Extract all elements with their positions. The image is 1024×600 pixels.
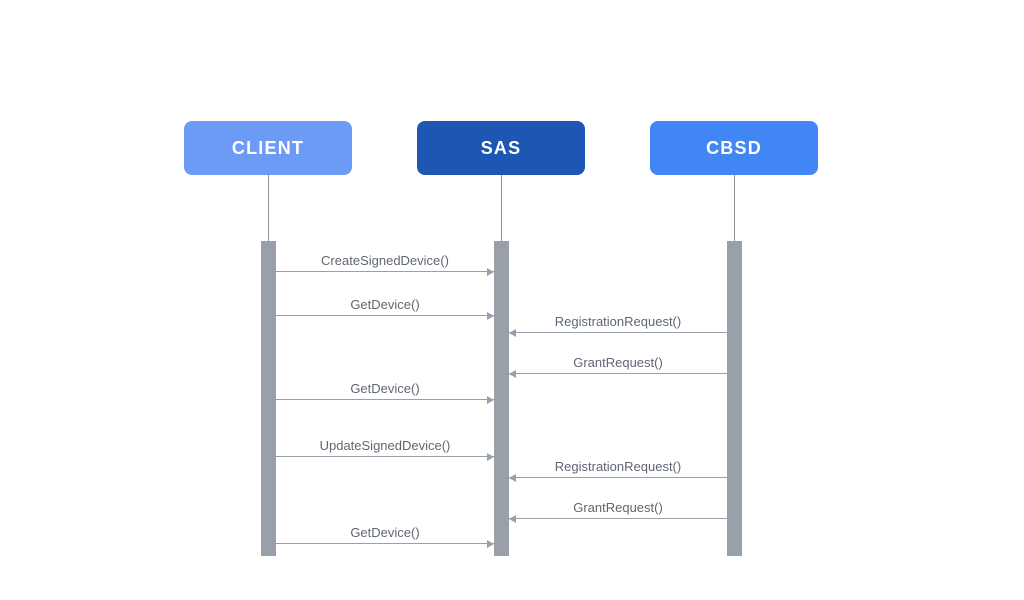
arrowhead-left-icon [509,514,516,523]
message-label: GetDevice() [350,297,420,312]
message-line [276,315,494,316]
message-label: GrantRequest() [573,500,663,515]
message-get-device-3[interactable]: GetDevice() [276,518,494,548]
participant-label-cbsd: CBSD [706,138,762,158]
activation-bar-client [261,241,276,556]
diagram-title-banner: Device management [184,24,818,80]
activation-bar-cbsd [727,241,742,556]
message-grant-request-1[interactable]: GrantRequest() [509,348,727,378]
message-get-device-2[interactable]: GetDevice() [276,374,494,404]
arrowhead-left-icon [509,473,516,482]
message-grant-request-2[interactable]: GrantRequest() [509,493,727,523]
message-label: CreateSignedDevice() [321,253,449,268]
message-line [509,373,727,374]
activation-bar-sas [494,241,509,556]
message-line [509,518,727,519]
arrowhead-left-icon [509,328,516,337]
message-get-device-1[interactable]: GetDevice() [276,290,494,320]
arrowhead-right-icon [487,311,494,320]
message-update-signed-device[interactable]: UpdateSignedDevice() [276,431,494,461]
message-label: GrantRequest() [573,355,663,370]
message-line [276,399,494,400]
participant-header-cbsd[interactable]: CBSD [650,121,818,175]
participant-label-client: CLIENT [231,138,305,158]
arrowhead-left-icon [509,369,516,378]
participant-label-sas: SAS [480,138,522,158]
message-line [509,477,727,478]
arrowhead-right-icon [487,267,494,276]
arrowhead-right-icon [487,395,494,404]
arrowhead-right-icon [487,452,494,461]
message-registration-request-1[interactable]: RegistrationRequest() [509,307,727,337]
page-title: Device management [384,37,618,66]
message-label: GetDevice() [350,381,420,396]
message-label: RegistrationRequest() [554,314,682,329]
message-label: GetDevice() [350,525,420,540]
message-create-signed-device[interactable]: CreateSignedDevice() [276,246,494,276]
participant-header-client[interactable]: CLIENT [184,121,352,175]
message-line [276,456,494,457]
arrowhead-right-icon [487,539,494,548]
message-line [276,271,494,272]
message-registration-request-2[interactable]: RegistrationRequest() [509,452,727,482]
message-line [276,543,494,544]
message-label: RegistrationRequest() [554,459,682,474]
lifeline-client [268,175,269,241]
message-line [509,332,727,333]
participant-header-sas[interactable]: SAS [417,121,585,175]
lifeline-cbsd [734,175,735,241]
message-label: UpdateSignedDevice() [319,438,451,453]
lifeline-sas [501,175,502,241]
